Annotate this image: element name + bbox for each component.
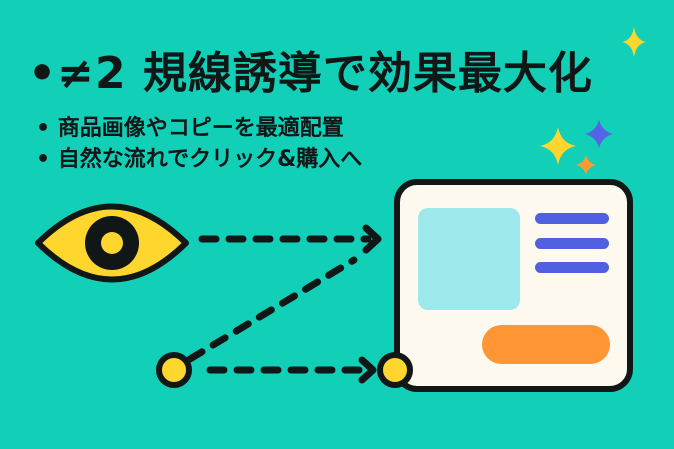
cta-button-shape: [482, 325, 610, 364]
bullet-item: • 商品画像やコピーを最適配置: [36, 113, 362, 144]
title-bullet: •: [28, 48, 58, 99]
webpage-mockup-icon: [394, 179, 633, 392]
bullet-marker: •: [36, 147, 51, 172]
title-text: 規線誘導で効果最大化: [142, 48, 593, 99]
bullet-marker: •: [36, 116, 51, 141]
end-point-icon: [377, 352, 413, 388]
sparkle-icon: [576, 155, 596, 175]
text-line: [535, 238, 609, 249]
image-placeholder: [418, 208, 520, 310]
bullet-item: • 自然な流れでクリック&購入へ: [36, 144, 362, 175]
dashed-arrow-icon: [198, 224, 382, 254]
text-line: [535, 213, 609, 224]
sparkle-icon: [622, 27, 646, 57]
sparkle-icon: [540, 127, 576, 165]
title-number: ≠2: [57, 48, 127, 99]
text-line: [535, 262, 609, 273]
sparkle-icon: [585, 120, 613, 148]
eye-icon: [35, 203, 189, 283]
start-point-icon: [156, 352, 192, 388]
bullet-text: 商品画像やコピーを最適配置: [57, 116, 344, 141]
dashed-arrow-icon: [206, 356, 377, 384]
bullet-list: • 商品画像やコピーを最適配置 • 自然な流れでクリック&購入へ: [36, 113, 362, 175]
dashed-path-diagonal: [186, 256, 358, 363]
page-title: •≠2 規線誘導で効果最大化: [28, 46, 593, 102]
bullet-text: 自然な流れでクリック&購入へ: [57, 147, 363, 172]
